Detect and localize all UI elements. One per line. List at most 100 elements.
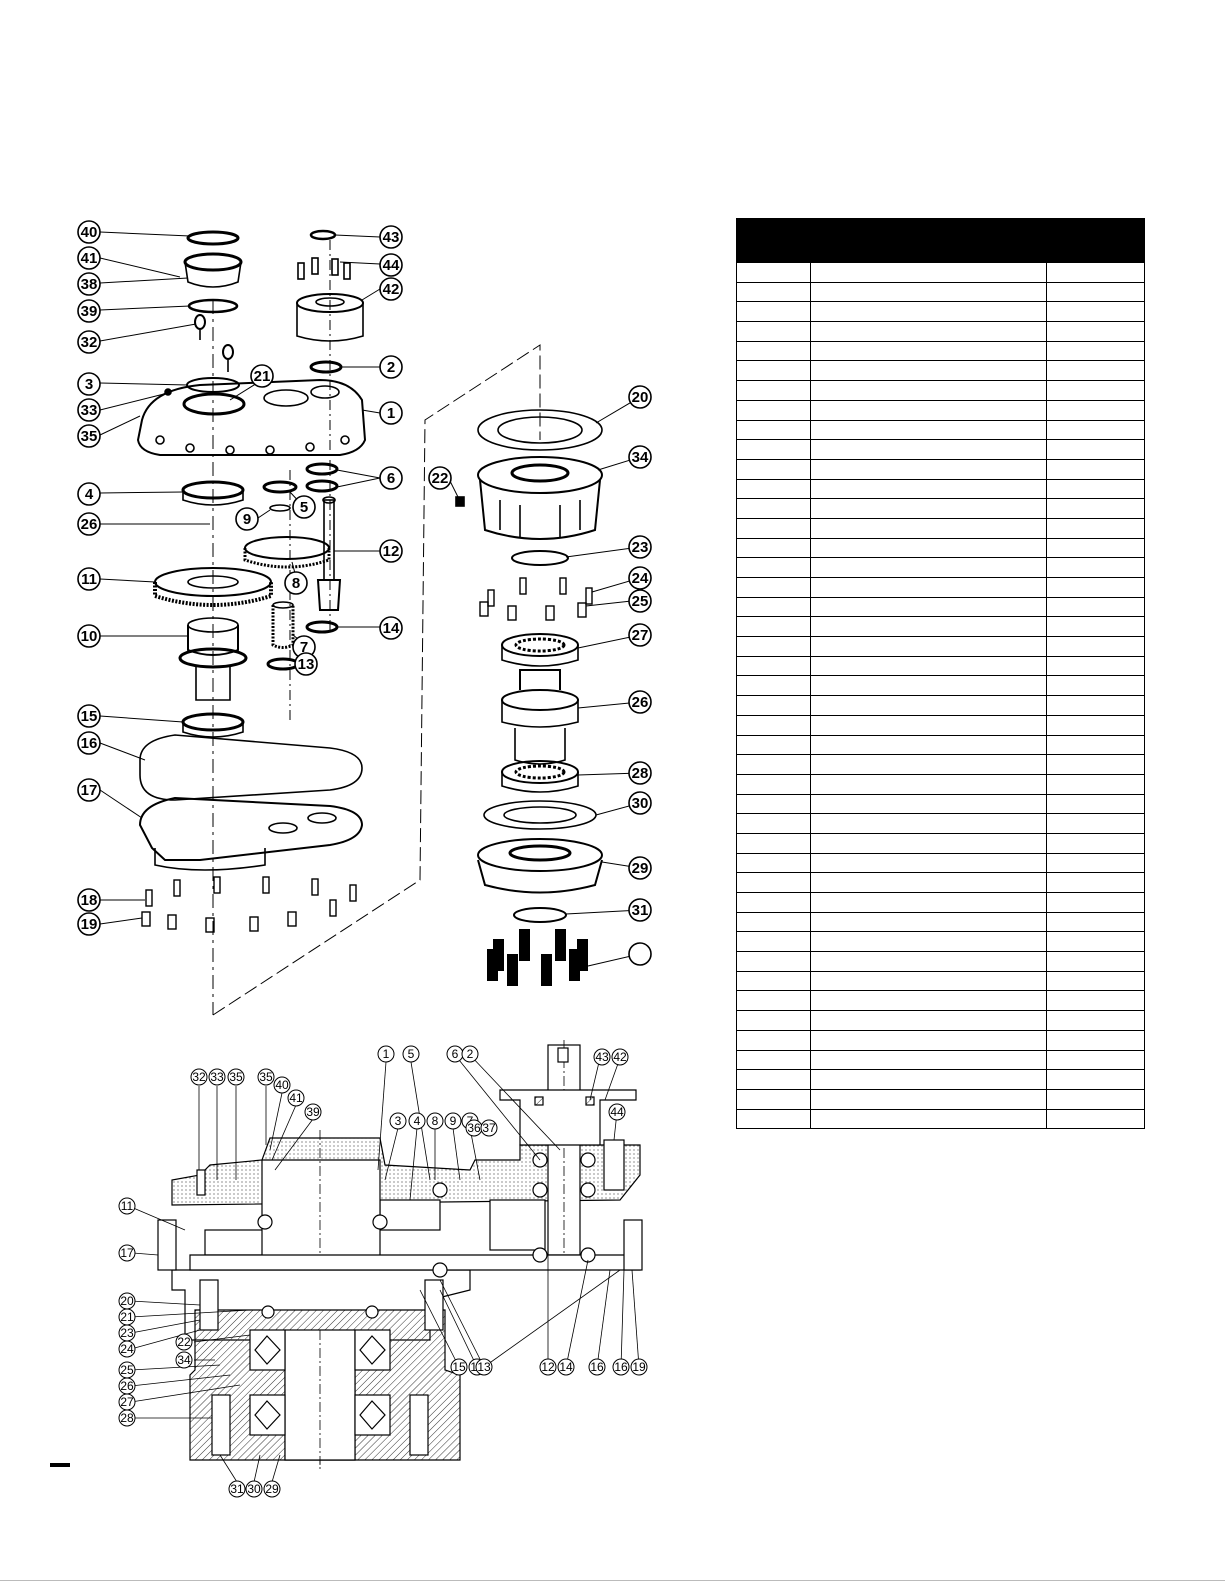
table-cell bbox=[736, 517, 811, 539]
table-cell bbox=[809, 832, 1048, 854]
table-cell bbox=[1046, 301, 1145, 323]
table-row bbox=[736, 360, 1145, 382]
table-cell bbox=[809, 970, 1048, 992]
table-cell bbox=[809, 262, 1048, 283]
table-row bbox=[736, 813, 1145, 834]
callout: 25 bbox=[628, 589, 652, 613]
parts-table-body bbox=[736, 262, 1145, 1130]
callout bbox=[628, 942, 652, 966]
table-row bbox=[736, 596, 1145, 618]
callout: 12 bbox=[379, 539, 403, 563]
svg-text:19: 19 bbox=[632, 1360, 646, 1374]
table-cell bbox=[1046, 517, 1145, 539]
table-cell bbox=[1046, 773, 1145, 795]
table-cell bbox=[809, 773, 1048, 795]
table-cell bbox=[736, 262, 811, 283]
svg-text:41: 41 bbox=[81, 250, 98, 267]
svg-text:8: 8 bbox=[432, 1114, 439, 1128]
svg-text:5: 5 bbox=[408, 1047, 415, 1061]
callout: 44 bbox=[379, 253, 403, 277]
table-row bbox=[736, 793, 1145, 815]
svg-text:10: 10 bbox=[81, 628, 98, 645]
table-cell bbox=[809, 990, 1048, 1012]
callout: 39 bbox=[77, 299, 101, 323]
table-cell bbox=[1046, 380, 1145, 401]
table-cell bbox=[809, 636, 1048, 657]
svg-text:36: 36 bbox=[467, 1121, 481, 1135]
callout: 23 bbox=[628, 535, 652, 559]
table-cell bbox=[736, 793, 811, 815]
table-cell bbox=[736, 478, 811, 500]
svg-text:39: 39 bbox=[81, 303, 98, 320]
table-cell bbox=[736, 537, 811, 559]
table-cell bbox=[736, 399, 811, 421]
callout: 7 bbox=[292, 635, 316, 659]
callout: 4 bbox=[77, 482, 101, 506]
table-cell bbox=[1046, 872, 1145, 893]
table-cell bbox=[736, 754, 811, 775]
callout: 27 bbox=[628, 623, 652, 647]
svg-text:43: 43 bbox=[383, 229, 400, 246]
callout: 24 bbox=[628, 566, 652, 590]
section-callout: 43 bbox=[593, 1048, 611, 1066]
table-cell bbox=[736, 281, 811, 303]
svg-text:17: 17 bbox=[120, 1246, 134, 1260]
table-row bbox=[736, 498, 1145, 519]
table-row bbox=[736, 380, 1145, 401]
callout: 16 bbox=[77, 731, 101, 755]
callout: 17 bbox=[77, 778, 101, 802]
table-cell bbox=[809, 380, 1048, 401]
section-callout: 41 bbox=[287, 1089, 305, 1107]
table-cell bbox=[1046, 970, 1145, 992]
table-cell bbox=[1046, 990, 1145, 1012]
callout: 30 bbox=[628, 791, 652, 815]
table-cell bbox=[736, 832, 811, 854]
callout: 15 bbox=[77, 704, 101, 728]
table-row bbox=[736, 1049, 1145, 1071]
exploded-view-right bbox=[455, 409, 603, 986]
callout: 28 bbox=[628, 761, 652, 785]
table-cell bbox=[736, 380, 811, 401]
section-callout: 14 bbox=[557, 1358, 575, 1376]
section-callout: 26 bbox=[118, 1377, 136, 1395]
table-cell bbox=[736, 695, 811, 716]
svg-text:23: 23 bbox=[120, 1326, 134, 1340]
callout: 26 bbox=[77, 512, 101, 536]
table-cell bbox=[736, 931, 811, 953]
table-row bbox=[736, 557, 1145, 578]
svg-text:34: 34 bbox=[632, 449, 649, 466]
svg-text:39: 39 bbox=[306, 1105, 320, 1119]
table-cell bbox=[736, 970, 811, 992]
header-cell-qty bbox=[1046, 218, 1145, 263]
section-callout: 27 bbox=[118, 1393, 136, 1411]
table-row bbox=[736, 301, 1145, 323]
section-callout: 44 bbox=[608, 1103, 626, 1121]
table-cell bbox=[1046, 1010, 1145, 1031]
svg-text:19: 19 bbox=[81, 916, 98, 933]
svg-text:30: 30 bbox=[247, 1482, 261, 1496]
table-cell bbox=[736, 577, 811, 598]
svg-text:6: 6 bbox=[387, 470, 395, 487]
table-cell bbox=[809, 931, 1048, 953]
table-cell bbox=[809, 439, 1048, 460]
table-cell bbox=[1046, 321, 1145, 342]
section-leader-lines bbox=[130, 1054, 640, 1483]
table-cell bbox=[1046, 892, 1145, 913]
table-cell bbox=[736, 596, 811, 618]
table-cell bbox=[809, 813, 1048, 834]
table-cell bbox=[736, 714, 811, 736]
callout: 10 bbox=[77, 624, 101, 648]
header-cell-description bbox=[809, 218, 1048, 263]
section-callout: 15 bbox=[450, 1358, 468, 1376]
table-row bbox=[736, 872, 1145, 893]
section-callout: 30 bbox=[245, 1480, 263, 1498]
section-callout: 16 bbox=[612, 1358, 630, 1376]
table-cell bbox=[809, 793, 1048, 815]
callout: 35 bbox=[77, 424, 101, 448]
table-cell bbox=[1046, 832, 1145, 854]
table-cell bbox=[1046, 754, 1145, 775]
svg-text:25: 25 bbox=[632, 593, 649, 610]
table-row bbox=[736, 577, 1145, 598]
svg-text:26: 26 bbox=[81, 516, 98, 533]
section-callout: 35 bbox=[227, 1068, 245, 1086]
